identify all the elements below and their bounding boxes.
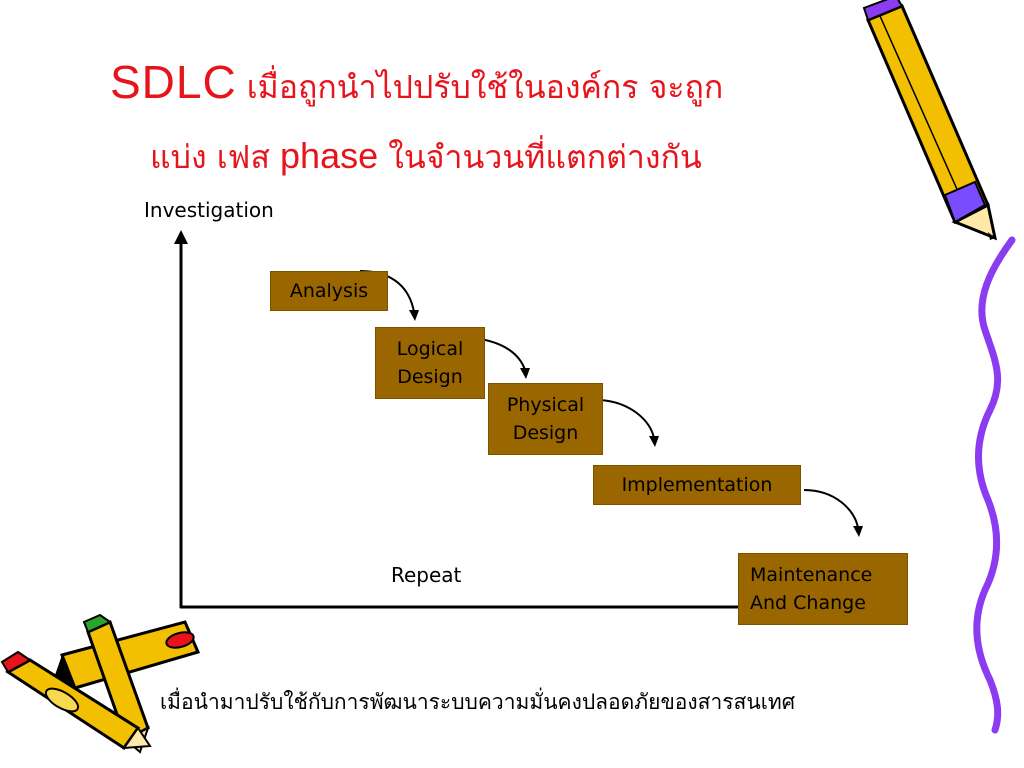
pencil-icon-bottom-left-1 <box>55 620 201 690</box>
title-thai-1: เมื่อถูกนำไปปรับใช้ในองค์กร จะถูก <box>246 68 724 106</box>
diagram-axes <box>174 230 740 609</box>
slide-title-line-2: แบ่ง เฟส phase ในจำนวนที่แตกต่างกัน <box>150 132 702 183</box>
phase-box-implementation: Implementation <box>593 465 801 505</box>
purple-squiggle-decoration <box>973 236 1016 734</box>
pencil-icon-top-right <box>862 0 998 241</box>
repeat-label: Repeat <box>391 563 462 587</box>
phase-label-logical-2: Design <box>397 366 463 388</box>
phase-box-maintenance: Maintenance And Change <box>738 553 908 625</box>
title-sdlc: SDLC <box>110 56 237 108</box>
phase-label-analysis: Analysis <box>289 280 369 302</box>
phase-label-maintenance-2: And Change <box>750 592 866 614</box>
arrow-physical-to-implementation <box>599 399 655 439</box>
title-thai-2a: แบ่ง เฟส <box>150 138 270 176</box>
y-axis-arrowhead <box>174 230 188 244</box>
arrow-implementation-to-maintenance <box>803 489 859 529</box>
title-phase: phase <box>280 135 379 176</box>
phase-label-physical-1: Physical <box>506 394 585 416</box>
phase-label-physical-2: Design <box>512 422 579 444</box>
y-axis-label: Investigation <box>144 198 274 222</box>
phase-label-logical-1: Logical <box>396 338 464 360</box>
phase-label-maintenance-1: Maintenance <box>750 564 873 586</box>
title-thai-2b: ในจำนวนที่แตกต่างกัน <box>388 138 702 176</box>
phase-box-analysis: Analysis <box>270 271 388 311</box>
phase-box-physical-design: Physical Design <box>488 383 603 455</box>
phase-box-logical-design: Logical Design <box>375 327 485 399</box>
footer-caption: เมื่อนำมาปรับใช้กับการพัฒนาระบบความมั่นค… <box>160 690 796 714</box>
pencil-icon-bottom-left-3 <box>0 650 152 751</box>
phase-label-implementation: Implementation <box>621 474 773 496</box>
